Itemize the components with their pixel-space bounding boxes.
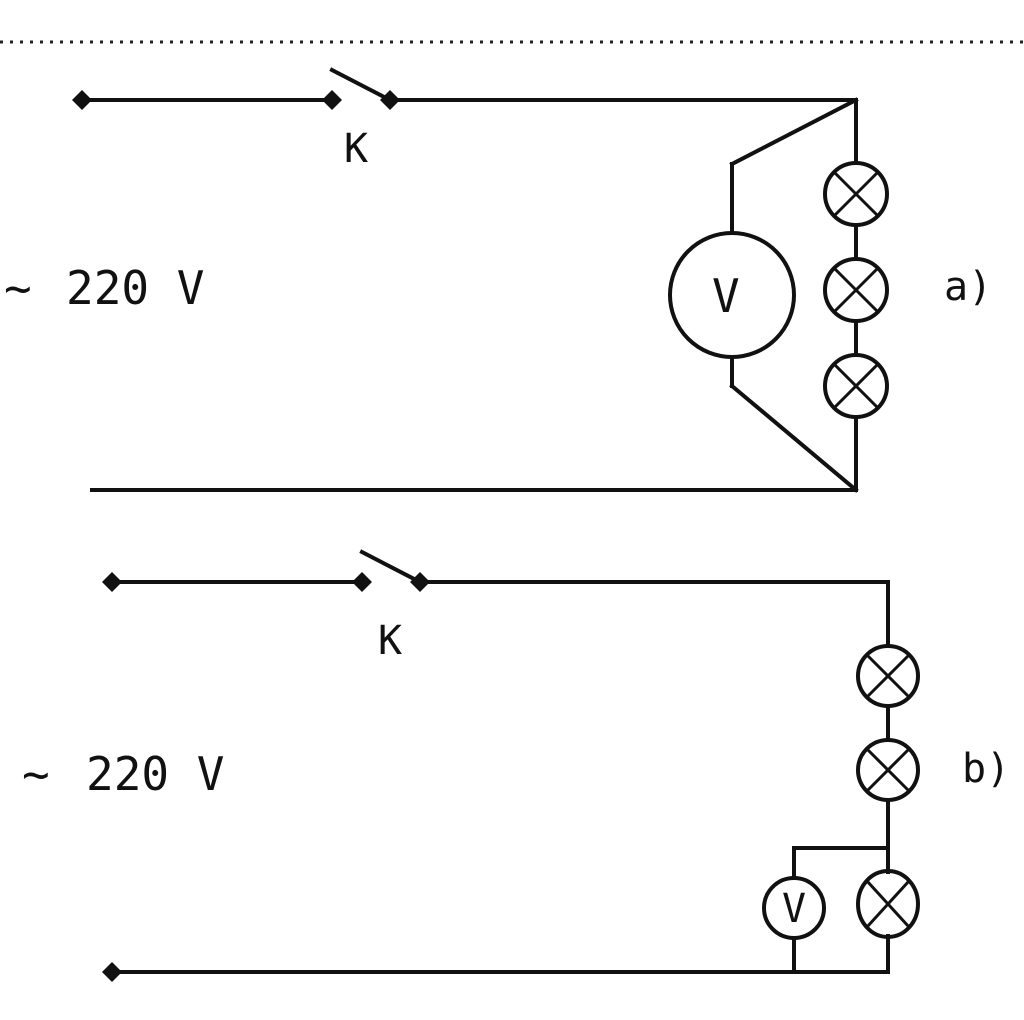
source-b-label: 220 V [86,747,224,801]
source-a-symbol: ~ [4,261,32,315]
switch-a-contact-right [380,90,400,110]
lamp-icon [856,869,920,939]
circuit-a: K ~ 220 V V a) [4,67,992,493]
voltmeter-b-label: V [782,886,806,932]
lamp-icon [823,353,889,419]
switch-b-label: K [378,618,402,664]
voltmeter-a-lead-top [729,97,859,167]
source-a-label: 220 V [66,261,204,315]
circuit-b: K ~ 220 V V b) [22,549,1010,982]
figure-b-label: b) [962,746,1010,792]
terminal-a-top [72,90,92,110]
switch-b-blade [359,549,423,585]
lamp-icon [856,644,920,708]
voltmeter-a-icon [668,231,796,359]
lamp-icon [823,257,889,323]
lamp-icon [823,161,889,227]
voltmeter-a-lead-bottom [729,383,859,493]
voltmeter-a-label: V [712,269,740,323]
source-b-symbol: ~ [22,747,50,801]
terminal-b-top [102,572,122,592]
switch-b-contact-left [352,572,372,592]
voltmeter-b-icon [762,876,826,940]
switch-a-blade [329,67,393,103]
terminal-b-bottom [102,962,122,982]
switch-b-contact-right [410,572,430,592]
switch-a-label: K [344,126,368,172]
figure-a-label: a) [944,264,992,310]
lamp-icon [856,738,920,802]
switch-a-contact-left [322,90,342,110]
